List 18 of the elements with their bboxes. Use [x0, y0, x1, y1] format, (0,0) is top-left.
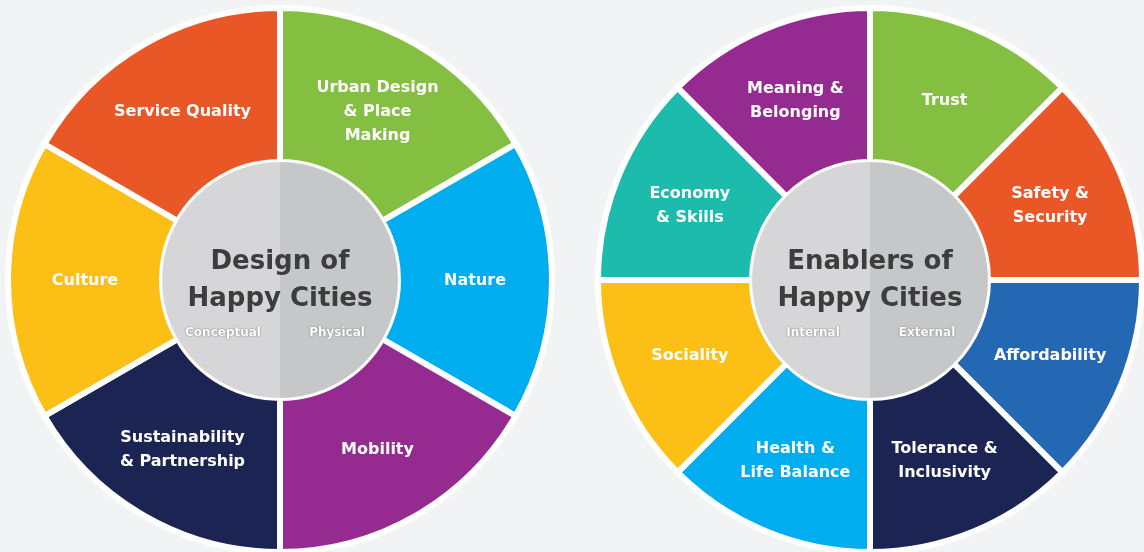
segment-label: Service Quality — [113, 100, 252, 123]
segment-label: Nature — [443, 269, 507, 291]
segment-label: Tolerance & Inclusivity — [890, 437, 999, 484]
segment-label: Meaning & Belonging — [745, 76, 845, 123]
center-title: Enablers of Happy Cities — [776, 244, 964, 314]
segment-label: Urban Design & Place Making — [315, 76, 440, 147]
half-label: External — [898, 324, 956, 340]
segment-label: Sustainability & Partnership — [118, 425, 247, 472]
segment-label: Sociality — [650, 343, 730, 366]
segment-label: Health & Life Balance — [739, 437, 852, 484]
half-label: Physical — [309, 324, 365, 340]
segment-label: Trust — [920, 88, 969, 111]
segment-label: Affordability — [992, 343, 1108, 366]
segment-label: Culture — [50, 269, 120, 291]
segment-label: Economy & Skills — [648, 182, 732, 229]
segment-label: Mobility — [340, 437, 415, 460]
segment-label: Safety & Security — [1010, 182, 1090, 229]
center-title: Design of Happy Cities — [186, 244, 374, 314]
